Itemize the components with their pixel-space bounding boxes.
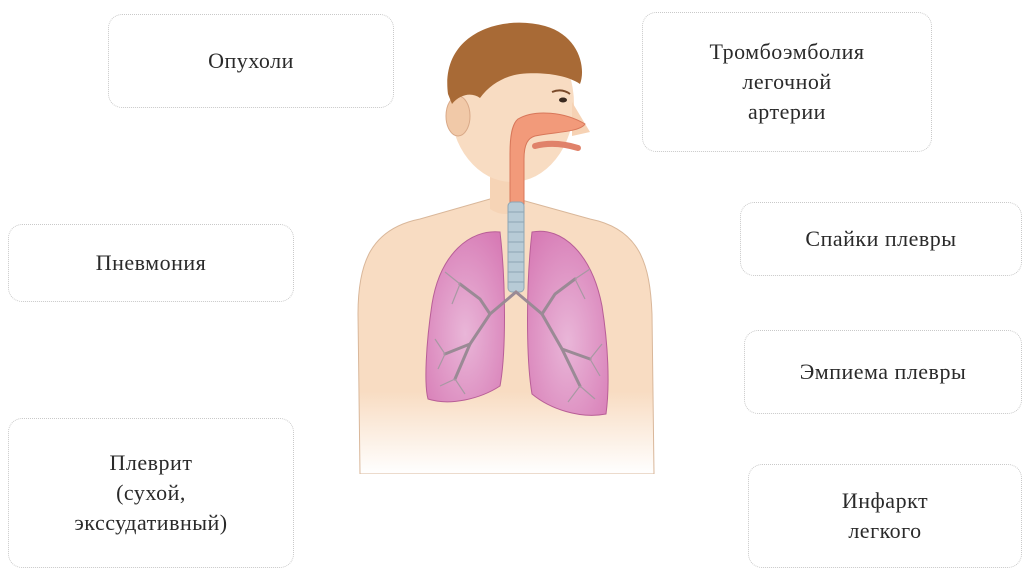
respiratory-system-illustration [340,14,670,474]
label-pneumonia: Пневмония [8,224,294,302]
label-pleural-adhesions-text: Спайки плевры [805,224,956,254]
label-pleural-empyema: Эмпиема плевры [744,330,1022,414]
torso [358,199,654,474]
label-pulmonary-embolism-text: Тромбоэмболия легочной артерии [709,37,864,127]
label-pleurisy-text: Плеврит (сухой, экссудативный) [74,448,227,538]
label-pleural-adhesions: Спайки плевры [740,202,1022,276]
respiratory-system-figure [340,14,670,474]
trachea [508,202,524,292]
label-pulmonary-embolism: Тромбоэмболия легочной артерии [642,12,932,152]
label-tumors-text: Опухоли [208,46,294,76]
label-lung-infarction-text: Инфаркт легкого [842,486,928,546]
label-pleurisy: Плеврит (сухой, экссудативный) [8,418,294,568]
label-pneumonia-text: Пневмония [96,248,207,278]
ear [446,96,470,136]
label-lung-infarction: Инфаркт легкого [748,464,1022,568]
label-pleural-empyema-text: Эмпиема плевры [800,357,966,387]
